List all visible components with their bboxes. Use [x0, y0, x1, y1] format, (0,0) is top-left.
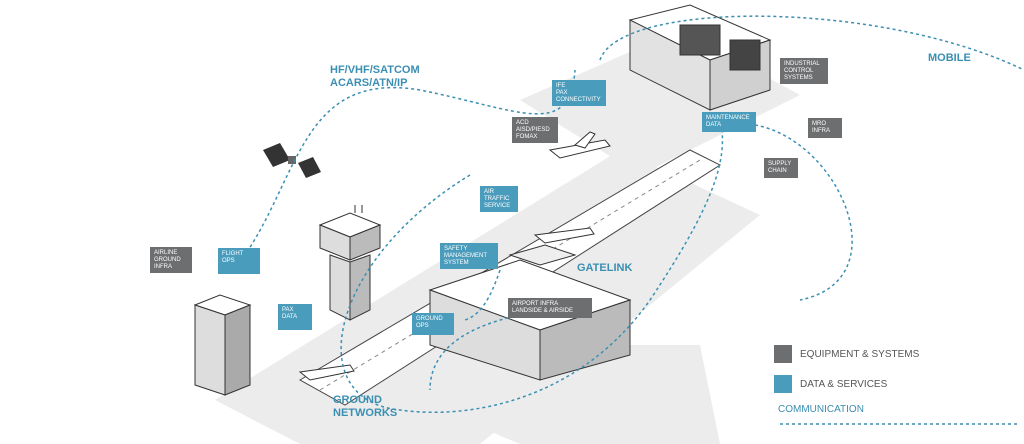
aircraft	[298, 131, 611, 381]
box-airline-ground-infra: AIRLINE GROUND INFRA	[150, 247, 192, 273]
communication-lines	[239, 15, 1024, 425]
box-flight-ops: FLIGHT OPS	[218, 248, 260, 274]
box-pax-data: PAX DATA	[278, 304, 312, 330]
satellite	[263, 143, 321, 178]
legend-swatch-equipment	[774, 345, 792, 363]
legend-label-data: DATA & SERVICES	[800, 379, 888, 390]
box-airport-infra: AIRPORT INFRA LANDSIDE & AIRSIDE	[508, 298, 592, 318]
legend-label-communication: COMMUNICATION	[778, 404, 864, 415]
box-acd-aisd-piesd-fomax: ACD AISD/PIESD FOMAX	[512, 117, 558, 143]
label-ground-networks: GROUND NETWORKS	[333, 394, 398, 419]
control-tower	[318, 205, 382, 321]
label-hf-vhf-satcom: HF/VHF/SATCOM ACARS/ATN/IP	[330, 64, 420, 89]
box-mro-infra: MRO INFRA	[808, 118, 842, 138]
label-mobile: MOBILE	[928, 52, 971, 64]
box-supply-chain: SUPPLY CHAIN	[764, 158, 798, 178]
label-gatelink: GATELINK	[577, 262, 633, 274]
box-ground-ops: GROUND OPS	[412, 313, 454, 335]
box-air-traffic-service: AIR TRAFFIC SERVICE	[480, 186, 518, 212]
legend-label-equipment: EQUIPMENT & SYSTEMS	[800, 349, 920, 360]
box-maintenance-data: MAINTENANCE DATA	[702, 112, 756, 132]
box-ife-pax-connectivity: IFE PAX CONNECTIVITY	[552, 80, 606, 106]
box-safety-management-system: SAFETY MANAGEMENT SYSTEM	[440, 243, 498, 269]
maintenance-hangar	[628, 4, 772, 111]
legend-swatch-data	[774, 375, 792, 393]
office-building	[193, 294, 252, 396]
box-industrial-control-systems: INDUSTRIAL CONTROL SYSTEMS	[780, 58, 828, 84]
